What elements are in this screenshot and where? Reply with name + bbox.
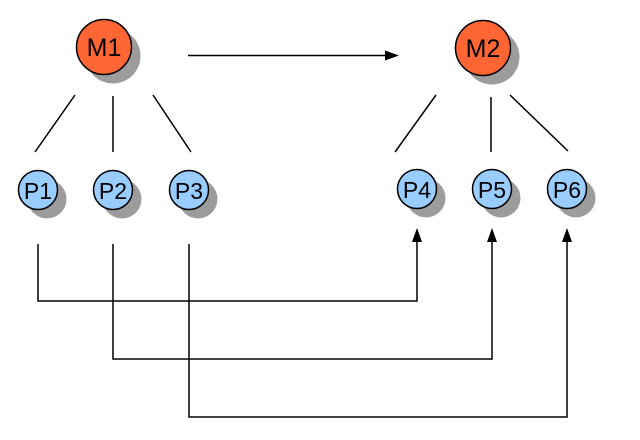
edge-m2-p4 bbox=[394, 94, 437, 153]
node-m2 bbox=[454, 19, 512, 77]
arrow-line-p3-p6 bbox=[188, 241, 568, 418]
node-label-m2: M2 bbox=[466, 35, 501, 63]
arrowhead-p3-p6 bbox=[562, 228, 572, 242]
node-p1 bbox=[17, 169, 59, 211]
edge-m1-p3 bbox=[152, 94, 192, 153]
arrowhead-p2-p5 bbox=[487, 228, 497, 242]
node-p2 bbox=[92, 169, 134, 211]
node-label-m1: M1 bbox=[87, 34, 122, 62]
node-p4 bbox=[396, 168, 438, 210]
edge-m2-p6 bbox=[509, 94, 569, 152]
node-label-p6: P6 bbox=[553, 177, 581, 203]
node-label-p3: P3 bbox=[175, 178, 203, 204]
node-p3 bbox=[168, 169, 210, 211]
arrow-line-p2-p5 bbox=[112, 241, 493, 360]
node-label-p4: P4 bbox=[403, 177, 431, 203]
node-label-p2: P2 bbox=[99, 178, 127, 204]
node-m1 bbox=[75, 18, 133, 76]
node-label-p5: P5 bbox=[478, 177, 506, 203]
node-label-p1: P1 bbox=[24, 178, 52, 204]
edge-m1-p1 bbox=[34, 94, 76, 153]
arrowhead-m1-m2 bbox=[385, 50, 399, 61]
node-p6 bbox=[546, 168, 588, 210]
arrow-line-p1-p4 bbox=[37, 241, 418, 302]
arrowhead-p1-p4 bbox=[412, 228, 422, 242]
node-p5 bbox=[471, 168, 513, 210]
